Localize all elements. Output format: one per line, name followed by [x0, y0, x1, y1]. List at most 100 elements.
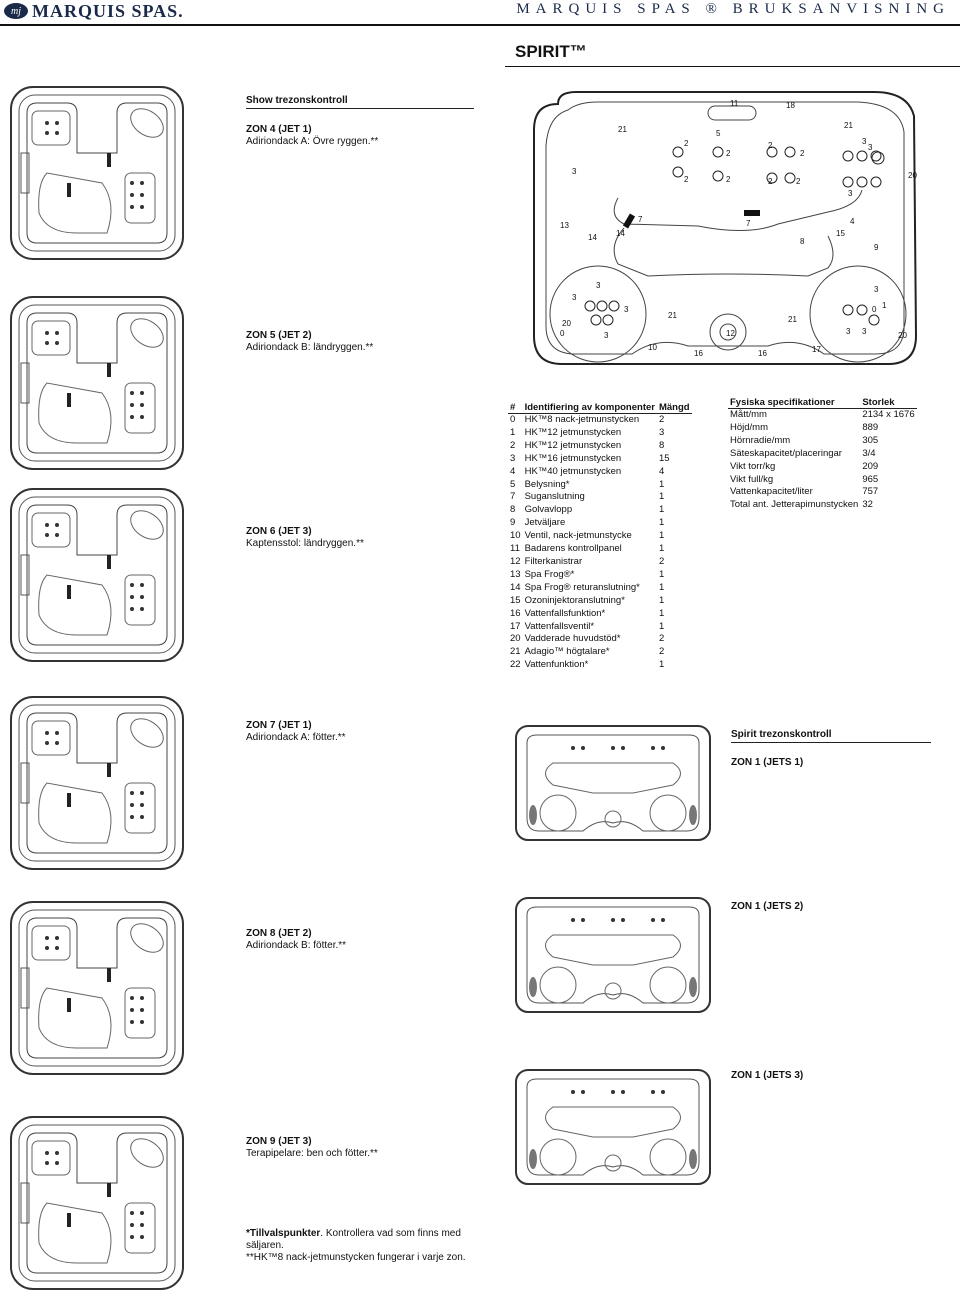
- svg-text:10: 10: [648, 343, 657, 352]
- component-number: 14: [510, 581, 521, 593]
- component-number: 9: [510, 517, 516, 529]
- component-number: 2: [510, 439, 516, 451]
- component-name: Ventil, nack-jetmunstycke: [524, 530, 632, 542]
- component-number: 3: [510, 452, 516, 464]
- component-name: HK™12 jetmunstycken: [524, 426, 622, 438]
- component-number: 15: [510, 594, 521, 606]
- zone-title: ZON 8 (JET 2): [246, 928, 312, 939]
- svg-text:2: 2: [796, 177, 801, 186]
- component-name: HK™16 jetmunstycken: [524, 452, 622, 464]
- spec-value: 3/4: [862, 447, 876, 459]
- spec-value: 209: [862, 460, 879, 472]
- component-quantity: 1: [658, 594, 665, 606]
- svg-text:3: 3: [624, 305, 629, 314]
- spec-value: 305: [862, 434, 879, 446]
- svg-text:17: 17: [812, 345, 821, 354]
- svg-text:1: 1: [882, 301, 887, 310]
- component-quantity: 2: [658, 633, 665, 645]
- spec-label: Vikt full/kg: [730, 473, 774, 485]
- component-number: 20: [510, 633, 521, 645]
- component-quantity: 8: [658, 439, 665, 451]
- component-quantity: 1: [658, 491, 665, 503]
- zone-desc: Adiriondack A: fötter.**: [246, 732, 346, 743]
- component-name: Belysning*: [524, 478, 570, 490]
- zone-8-text: ZON 8 (JET 2) Adiriondack B: fötter.**: [246, 928, 346, 952]
- svg-text:3: 3: [874, 285, 879, 294]
- footnote-optional-text: . Kontrollera vad som finns med: [320, 1228, 461, 1239]
- svg-text:2: 2: [684, 139, 689, 148]
- spa-diagram-zone-6: [10, 488, 184, 662]
- component-name: HK™8 nack-jetmunstycken: [524, 414, 640, 425]
- svg-text:2: 2: [726, 175, 731, 184]
- component-quantity: 15: [658, 452, 670, 464]
- component-name: Vattenfallsventil*: [524, 620, 595, 632]
- svg-text:21: 21: [788, 315, 797, 324]
- component-quantity: 1: [658, 581, 665, 593]
- component-quantity: 2: [658, 414, 665, 425]
- svg-text:13: 13: [560, 221, 569, 230]
- svg-text:16: 16: [758, 349, 767, 358]
- svg-text:14: 14: [588, 233, 597, 242]
- zone-title: ZON 7 (JET 1): [246, 720, 312, 731]
- component-name: Jetväljare: [524, 517, 566, 529]
- spec-label: Vattenkapacitet/liter: [730, 486, 813, 498]
- svg-text:18: 18: [786, 101, 795, 110]
- spec-label: Hörnradie/mm: [730, 434, 791, 446]
- svg-text:12: 12: [726, 329, 735, 338]
- components-header-row: # Identifiering av komponenter Mängd: [508, 402, 692, 414]
- zone-title: ZON 9 (JET 3): [246, 1136, 312, 1147]
- zone-6-text: ZON 6 (JET 3) Kaptensstol: ländryggen.**: [246, 526, 364, 550]
- spa-diagram-zone-4: [10, 86, 184, 260]
- component-number: 1: [510, 426, 516, 438]
- brand-logo: mj MARQUIS SPAS.: [4, 0, 184, 22]
- spec-row: Hörnradie/mm 305: [728, 435, 917, 448]
- svg-text:0: 0: [872, 305, 877, 314]
- zone-7-text: ZON 7 (JET 1) Adiriondack A: fötter.**: [246, 720, 346, 744]
- component-number: 17: [510, 620, 521, 632]
- document-title: MARQUIS SPAS ® BRUKSANVISNING: [516, 1, 950, 17]
- svg-text:3: 3: [862, 137, 867, 146]
- component-quantity: 1: [658, 504, 665, 516]
- component-number: 4: [510, 465, 516, 477]
- component-number: 10: [510, 530, 521, 542]
- svg-text:9: 9: [874, 243, 879, 252]
- col-identification: Identifiering av komponenter: [522, 402, 657, 414]
- spa-diagram-zone-7: [10, 696, 184, 870]
- footnote-hk8: **HK™8 nack-jetmunstycken fungerar i var…: [246, 1252, 466, 1263]
- component-quantity: 2: [658, 555, 665, 567]
- component-name: Adagio™ högtalare*: [524, 646, 610, 658]
- svg-text:11: 11: [730, 99, 739, 108]
- footnotes: *Tillvalspunkter. Kontrollera vad som fi…: [246, 1228, 466, 1264]
- model-title-rule: [505, 66, 960, 67]
- component-row: 0 HK™8 nack-jetmunstycken 2: [508, 414, 692, 427]
- svg-text:15: 15: [836, 229, 845, 238]
- svg-text:20: 20: [562, 319, 571, 328]
- component-row: 3 HK™16 jetmunstycken 15: [508, 453, 692, 466]
- svg-text:16: 16: [694, 349, 703, 358]
- svg-text:5: 5: [716, 129, 721, 138]
- zone-desc: Adiriondack B: fötter.**: [246, 940, 347, 951]
- component-name: HK™12 jetmunstycken: [524, 439, 622, 451]
- col-size: Storlek: [860, 397, 917, 409]
- svg-text:2: 2: [726, 149, 731, 158]
- zone-desc: Kaptensstol: ländryggen.**: [246, 538, 364, 549]
- svg-text:7: 7: [638, 215, 643, 224]
- component-number: 0: [510, 414, 516, 425]
- component-name: Filterkanistrar: [524, 555, 583, 567]
- spirit-section-heading: Spirit trezonskontroll: [731, 729, 931, 743]
- brand-name: MARQUIS SPAS.: [32, 0, 184, 21]
- svg-text:14: 14: [616, 229, 625, 238]
